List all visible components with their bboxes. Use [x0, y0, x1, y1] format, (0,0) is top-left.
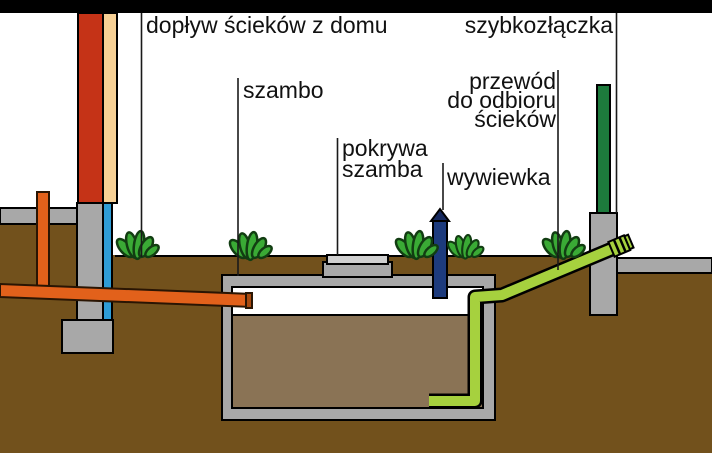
quick-coupler-fitting [607, 233, 635, 259]
top-border-bar [0, 0, 712, 13]
vent-pipe [432, 218, 448, 299]
tank-sewage-level [231, 314, 484, 409]
inflow-pipe-end [245, 292, 253, 309]
foundation-wall [76, 202, 104, 321]
tank-hatch-cover [326, 254, 389, 265]
damp-proofing-strip [102, 202, 113, 321]
vent-pipe-cap [429, 207, 451, 222]
label-cover-line2: szamba [342, 156, 423, 182]
house-wall-brick [77, 12, 104, 204]
label-outlet-line2: do odbioru [447, 87, 556, 113]
label-cover-line1: pokrywa [342, 135, 428, 161]
house-stack-pipe [36, 191, 50, 294]
label-outlet-line3: ścieków [474, 106, 556, 132]
label-tank: szambo [243, 77, 324, 103]
right-pavement [616, 257, 712, 274]
marker-post [596, 84, 611, 214]
label-outlet-line1: przewód [469, 68, 556, 94]
label-vent: wywiewka [446, 164, 551, 190]
label-inflow: dopływ ścieków z domu [146, 12, 388, 38]
foundation-footing [61, 319, 114, 354]
house-wall-plaster [102, 12, 118, 204]
suction-hose [429, 241, 621, 406]
label-coupler: szybkozłączka [465, 12, 613, 38]
